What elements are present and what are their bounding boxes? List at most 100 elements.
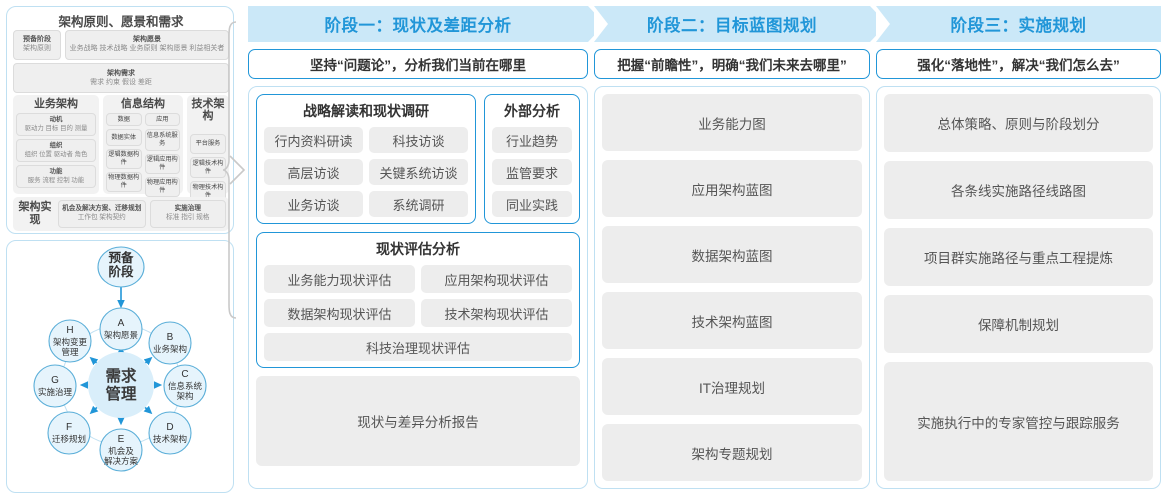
togaf-cell-function: 功能 服务 流程 控制 功能 [16,165,96,189]
svg-text:机会及: 机会及 [108,446,134,456]
togaf-requirements-title: 架构需求 [107,69,135,77]
phase-3-header-text: 阶段三：实施规划 [950,17,1087,35]
togaf-opportunity-cell: 机会及解决方案、迁移规划 工作包 架构契约 [58,200,146,228]
card-current-state-assessment-title: 现状评估分析 [376,241,460,257]
svg-text:迁移规划: 迁移规划 [52,434,86,444]
togaf-prelim-cell: 预备阶段 架构原则 [13,30,61,60]
chip-architecture-topic-plan[interactable]: 架构专题规划 [602,424,862,481]
adm-node-c [163,364,207,408]
adm-node-a [99,307,143,351]
card-external-analysis: 外部分析 行业趋势 监管要求 同业实践 [484,94,580,224]
togaf-framework-panel: 架构原则、愿景和需求 预备阶段 架构原则 架构愿景 业务战略 技术战略 业务原则… [6,6,234,234]
chip-business-capability-map[interactable]: 业务能力图 [602,94,862,151]
adm-prelim-line2: 阶段 [108,264,134,279]
chip-industry-trend[interactable]: 行业趋势 [492,127,572,153]
phase-1-header-text: 阶段一：现状及差距分析 [324,17,512,35]
phase-2-header: 阶段二：目标蓝图规划 [594,6,887,42]
phase-3-body: 总体策略、原则与阶段划分 各条线实施路径线路图 项目群实施路径与重点工程提炼 保… [876,86,1161,489]
togaf-cell-motivation-title: 动机 [49,116,63,124]
togaf-tech-logical: 逻辑技术构件 [190,157,226,179]
svg-text:A: A [118,318,125,329]
togaf-governance-title: 实施治理 [174,205,201,213]
togaf-data-physical: 物理数据构件 [106,172,142,193]
togaf-cell-function-sub: 服务 流程 控制 功能 [27,176,85,184]
togaf-subcolumn-data: 数据 数据实体 逻辑数据构件 物理数据构件 [106,113,142,197]
chip-peer-practice[interactable]: 同业实践 [492,191,572,217]
togaf-subcolumn-application: 应用 信息系统服务 逻辑应用构件 物理应用构件 [144,113,180,198]
adm-center-line2: 管理 [105,384,137,403]
svg-text:实施治理: 实施治理 [38,387,73,397]
phase-2: 阶段二：目标蓝图规划 把握“前瞻性”，明确“我们未来去哪里” 业务能力图 应用架… [594,6,887,489]
chip-overall-strategy[interactable]: 总体策略、原则与阶段划分 [884,94,1153,153]
svg-text:B: B [167,332,174,343]
svg-text:业务架构: 业务架构 [153,344,187,354]
phase-1: 阶段一：现状及差距分析 坚持“问题论”，分析我们当前在哪里 战略解读和现状调研 … [248,6,605,489]
togaf-title: 架构原则、愿景和需求 [58,15,184,29]
phase-2-body: 业务能力图 应用架构蓝图 数据架构蓝图 技术架构蓝图 IT治理规划 架构专题规划 [594,86,870,489]
card-external-analysis-title: 外部分析 [504,103,560,119]
chip-line-implementation-roadmap[interactable]: 各条线实施路径线路图 [884,161,1153,220]
chip-application-architecture-assessment[interactable]: 应用架构现状评估 [421,265,572,293]
svg-text:F: F [66,422,72,433]
togaf-app-service: 信息系统服务 [144,129,180,152]
svg-text:C: C [181,369,188,380]
chip-business-capability-assessment[interactable]: 业务能力现状评估 [264,265,415,293]
chevron-notch-icon [594,6,608,42]
chip-data-architecture-blueprint[interactable]: 数据架构蓝图 [602,226,862,283]
adm-node-f [47,411,91,455]
chip-it-governance-plan[interactable]: IT治理规划 [602,358,862,415]
chip-exec-interview[interactable]: 高层访谈 [264,159,363,185]
adm-node-b [148,321,192,365]
chip-program-path-key-projects[interactable]: 项目群实施路径与重点工程提炼 [884,228,1153,287]
chip-data-architecture-assessment[interactable]: 数据架构现状评估 [264,299,415,327]
chip-gap-analysis-report[interactable]: 现状与差异分析报告 [256,376,580,466]
adm-node-e [99,428,143,472]
chip-business-interview[interactable]: 业务访谈 [264,191,363,217]
togaf-cell-function-title: 功能 [49,168,63,176]
card-strategy-survey-title: 战略解读和现状调研 [303,103,429,119]
adm-node-h [48,319,92,363]
chip-application-architecture-blueprint[interactable]: 应用架构蓝图 [602,160,862,217]
togaf-domain-columns: 业务架构 动机 驱动力 目标 目的 测量 组织 组织 位置 驱动者 角色 功能 [13,95,229,203]
togaf-app-head: 应用 [144,113,180,127]
chip-expert-control-tracking-service[interactable]: 实施执行中的专家管控与跟踪服务 [884,362,1153,481]
adm-prelim-line1: 预备 [108,250,134,265]
togaf-column-technology-title: 技术架构 [191,98,225,123]
phase-3: 阶段三：实施规划 强化“落地性”，解决“我们怎么去” 总体策略、原则与阶段划分 … [876,6,1161,489]
togaf-governance-cell: 实施治理 标准 指引 规格 [149,200,226,228]
chip-technology-architecture-blueprint[interactable]: 技术架构蓝图 [602,292,862,349]
togaf-vision-title: 架构愿景 [133,36,161,44]
chip-technology-architecture-assessment[interactable]: 技术架构现状评估 [421,299,572,327]
chip-system-survey[interactable]: 系统调研 [369,191,468,217]
togaf-realization-label: 架构实现 [18,201,52,226]
adm-node-g [33,364,77,408]
phase-1-body: 战略解读和现状调研 行内资料研读 科技访谈 高层访谈 关键系统访谈 业务访谈 系 [248,86,588,489]
togaf-requirements-sub: 需求 约束 假设 差距 [90,79,152,86]
togaf-app-logical: 逻辑应用构件 [144,154,180,175]
svg-text:信息系统: 信息系统 [168,381,203,391]
svg-text:H: H [66,325,73,336]
togaf-governance-sub: 标准 指引 规格 [166,214,210,221]
chevron-notch-icon [876,6,890,42]
togaf-app-physical: 物理应用构件 [144,177,180,198]
togaf-data-entity: 数据实体 [106,129,142,147]
chip-regulatory-requirement[interactable]: 监管要求 [492,159,572,185]
svg-text:技术架构: 技术架构 [153,434,187,444]
chip-it-governance-assessment[interactable]: 科技治理现状评估 [264,333,572,361]
svg-text:架构变更: 架构变更 [53,337,88,347]
svg-text:E: E [118,434,125,445]
chip-assurance-mechanism-plan[interactable]: 保障机制规划 [884,295,1153,354]
chip-key-system-interview[interactable]: 关键系统访谈 [369,159,468,185]
togaf-column-business-title: 业务架构 [34,98,78,110]
phase-3-header: 阶段三：实施规划 [876,6,1161,42]
phase-2-subtitle: 把握“前瞻性”，明确“我们未来去哪里” [594,49,870,79]
left-column: 架构原则、愿景和需求 预备阶段 架构原则 架构愿景 业务战略 技术战略 业务原则… [6,6,234,493]
chip-tech-interview[interactable]: 科技访谈 [369,127,468,153]
card-strategy-survey: 战略解读和现状调研 行内资料研读 科技访谈 高层访谈 关键系统访谈 业务访谈 系 [256,94,476,224]
curly-bracket-connector [222,21,246,319]
chip-internal-docs[interactable]: 行内资料研读 [264,127,363,153]
togaf-opportunity-title: 机会及解决方案、迁移规划 [62,205,142,213]
togaf-cell-organization: 组织 组织 位置 驱动者 角色 [16,139,96,163]
togaf-prelim-sub: 架构原则 [23,45,51,52]
svg-text:架构: 架构 [176,391,193,401]
